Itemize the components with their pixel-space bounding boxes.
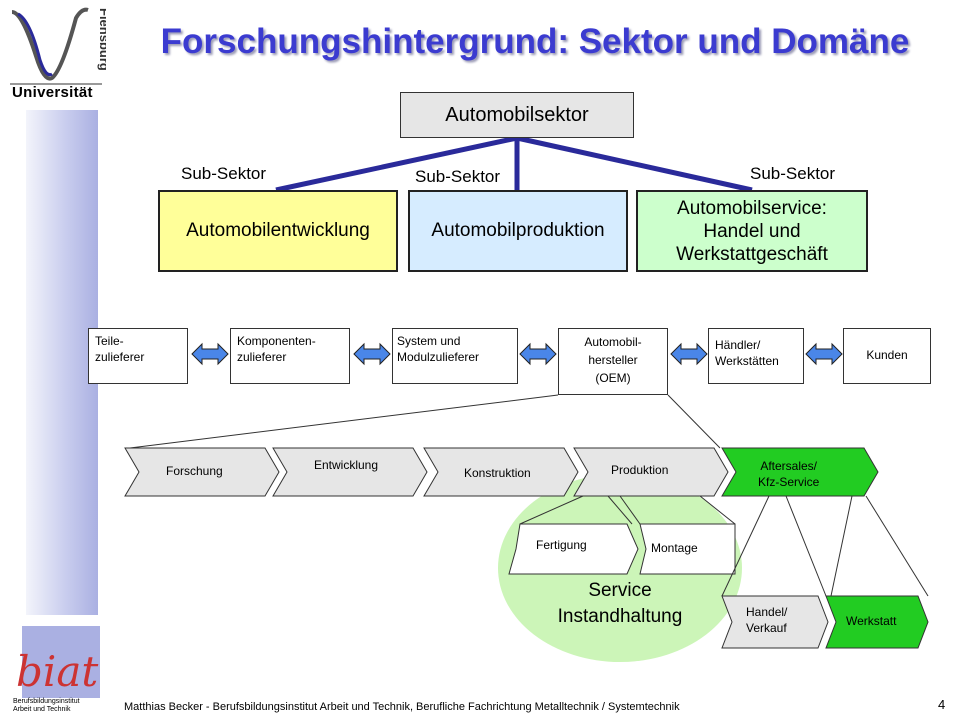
chain-text: zulieferer [95,350,145,364]
chain-text: (OEM) [595,371,631,385]
chain-text: zulieferer [237,350,287,364]
side-gradient-band [26,110,98,615]
label-fertigung: Fertigung [536,538,587,552]
slide-title: Forschungshintergrund: Sektor und Domäne [160,22,910,61]
service-line: Service [588,580,652,601]
chain-text: Modulzulieferer [397,350,480,364]
double-arrow-1 [191,342,229,366]
chain-oem: Automobil- hersteller (OEM) [558,328,668,395]
connector-main-dev [275,135,518,193]
sub-sector-label-3: Sub-Sektor [750,164,836,183]
chain-text: Teile- [95,334,124,348]
double-arrow-3 [519,342,557,366]
biat-logo: biat [16,626,100,698]
process-entwicklung [272,447,428,497]
process-produktion [573,447,729,497]
double-arrow-2 [353,342,391,366]
label-forschung: Forschung [166,464,223,478]
label-handel: Handel/ Verkauf [746,604,787,636]
chain-modulzulieferer: System und Modulzulieferer [392,328,518,384]
double-arrow-5 [805,342,843,366]
sub-sector-label-2: Sub-Sektor [415,167,501,186]
label-aftersales: Aftersales/ Kfz-Service [758,458,819,490]
biat-logo-text: biat [16,647,98,696]
label-werkstatt: Werkstatt [846,614,897,628]
university-flensburg-logo: Flensburg [10,7,106,85]
box-automobilentwicklung: Automobilentwicklung [158,190,398,272]
chain-text: Komponenten- [237,334,316,348]
box-automobilservice: Automobilservice: Handel und Werkstattge… [636,190,868,272]
chain-teilezulieferer: Teile- zulieferer [88,328,188,384]
label-entwicklung: Entwicklung [314,458,379,472]
label-montage: Montage [651,541,698,555]
label-konstruktion: Konstruktion [464,466,531,480]
label-produktion: Produktion [611,463,669,477]
serv-line-1: Automobilservice: [677,197,827,219]
chain-komponentenzulieferer: Komponenten- zulieferer [230,328,350,384]
serv-line-2: Handel und [703,220,801,242]
aftersales-line: Kfz-Service [758,475,820,489]
biat-line-2: Arbeit und Technik [13,706,71,713]
biat-line-1: Berufsbildungsinstitut [13,698,80,705]
process-handel [721,595,829,649]
process-werkstatt [825,595,929,649]
service-instandhaltung-label: Service Instandhaltung [532,578,708,630]
serv-line-3: Werkstattgeschäft [676,243,828,265]
double-arrow-4 [670,342,708,366]
chain-text: hersteller [588,353,638,367]
page-number: 4 [938,697,946,712]
chain-text: Werkstätten [715,354,779,368]
service-line: Instandhaltung [557,606,683,627]
process-fertigung [508,523,639,575]
chain-text: Kunden [866,348,908,362]
box-automobilproduktion: Automobilproduktion [408,190,628,272]
handel-line: Verkauf [746,621,787,635]
connector-main-serv [516,135,753,193]
sub-sector-label-1: Sub-Sektor [181,164,267,183]
chain-text: System und [397,334,461,348]
process-aftersales [721,447,879,497]
footer-text: Matthias Becker - Berufsbildungsinstitut… [124,701,680,713]
process-forschung [124,447,280,497]
box-automobilsektor: Automobilsektor [400,92,634,138]
university-city-label: Flensburg [97,8,106,71]
chain-text: Automobil- [584,335,642,349]
chain-text: Händler/ [715,338,761,352]
chain-kunden: Kunden [843,328,931,384]
process-montage [639,523,736,575]
aftersales-line: Aftersales/ [760,459,818,473]
chain-haendler: Händler/ Werkstätten [708,328,804,384]
process-konstruktion [423,447,579,497]
university-name: Universität [12,84,93,101]
handel-line: Handel/ [746,605,788,619]
